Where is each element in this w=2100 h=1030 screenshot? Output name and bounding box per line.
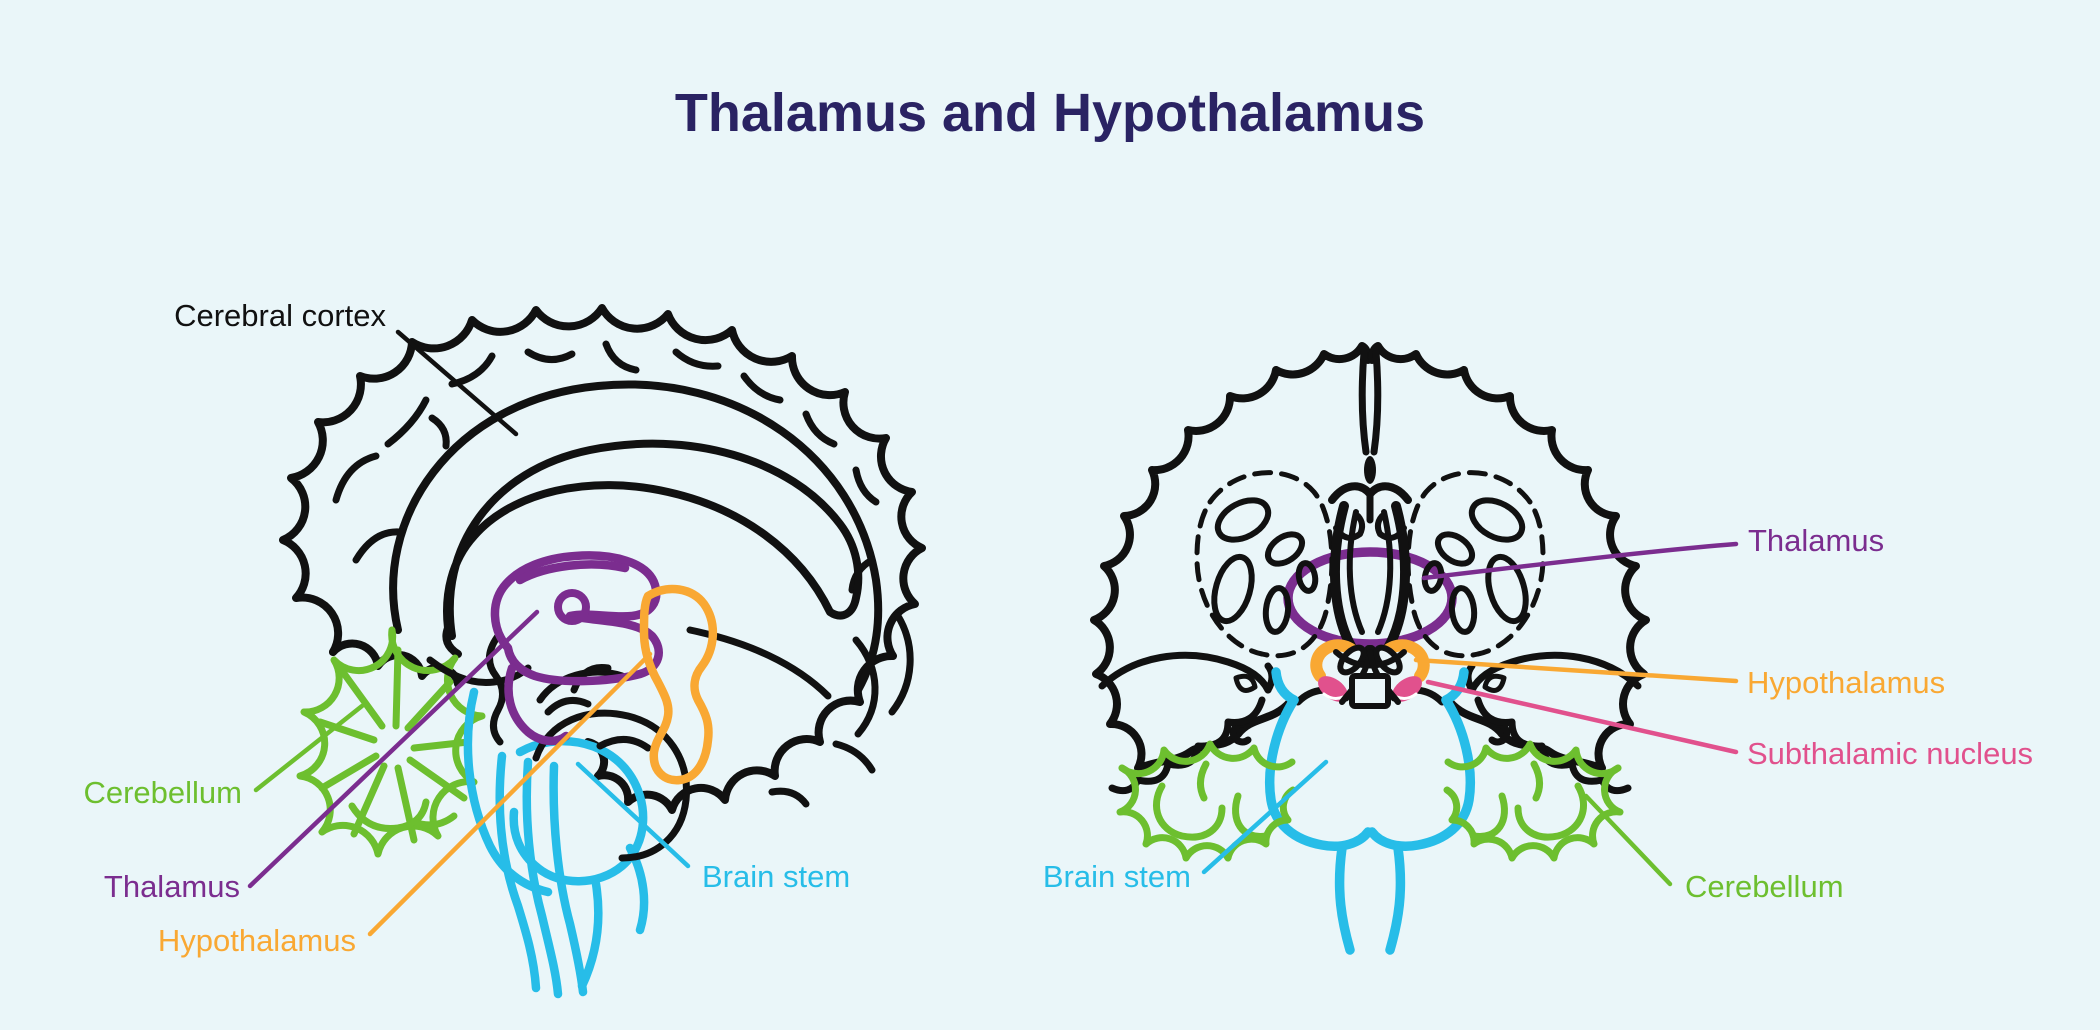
- coronal-leader-lines: [1201, 541, 1739, 887]
- coronal-midline-structures: [1328, 348, 1412, 955]
- leader-thalamus-left: [247, 609, 540, 889]
- label-subthalamic-nucleus: Subthalamic nucleus: [1747, 736, 2034, 771]
- coronal-optic-chiasm: [1333, 644, 1407, 709]
- coronal-infundibulum: [1349, 673, 1391, 709]
- leader-hypothalamus-right: [1413, 657, 1739, 684]
- coronal-subthalamic-nucleus: [1318, 676, 1348, 702]
- leader-subthalamic-nucleus: [1425, 679, 1739, 755]
- leader-brain-stem-left: [575, 761, 691, 869]
- coronal-left-half: [1090, 342, 1374, 862]
- label-hypothalamus-left: Hypothalamus: [157, 923, 356, 958]
- leader-cerebellum-left: [253, 703, 365, 793]
- sagittal-thalamus: [490, 551, 663, 746]
- coronal-medulla-lines: [1334, 843, 1406, 955]
- sagittal-midbrain-lines: [426, 632, 690, 862]
- page-title: Thalamus and Hypothalamus: [674, 83, 1426, 143]
- leader-cerebellum-right: [1583, 793, 1673, 887]
- label-brain-stem-right: Brain stem: [1042, 859, 1191, 894]
- label-thalamus-left: Thalamus: [103, 869, 240, 904]
- sagittal-hypothalamus: [639, 584, 718, 785]
- coronal-cerebellum-half: [1116, 740, 1297, 862]
- leader-cerebral-cortex: [395, 329, 519, 437]
- label-cerebellum-left: Cerebellum: [83, 775, 242, 810]
- sagittal-corpus-callosum: [442, 439, 863, 658]
- label-brain-stem-left: Brain stem: [702, 859, 851, 894]
- leader-thalamus-right: [1421, 541, 1739, 581]
- coronal-basal-ganglia-dashed: [1194, 470, 1335, 659]
- sagittal-brain-stem: [463, 687, 649, 999]
- coronal-cortex-outline: [1090, 342, 1372, 772]
- label-hypothalamus-right: Hypothalamus: [1747, 665, 1946, 700]
- coronal-brain-illustration: [1090, 342, 1739, 955]
- coronal-basal-ganglia-nuclei: [1211, 497, 1319, 635]
- sagittal-cerebellum: [296, 626, 486, 858]
- leader-brain-stem-right: [1201, 759, 1329, 875]
- sagittal-leader-lines: [247, 329, 691, 937]
- label-cerebral-cortex: Cerebral cortex: [174, 298, 386, 333]
- leader-hypothalamus-left: [367, 651, 653, 937]
- label-thalamus-right: Thalamus: [1748, 523, 1885, 558]
- sagittal-brain-illustration: [247, 304, 926, 999]
- label-cerebellum-right: Cerebellum: [1685, 869, 1844, 904]
